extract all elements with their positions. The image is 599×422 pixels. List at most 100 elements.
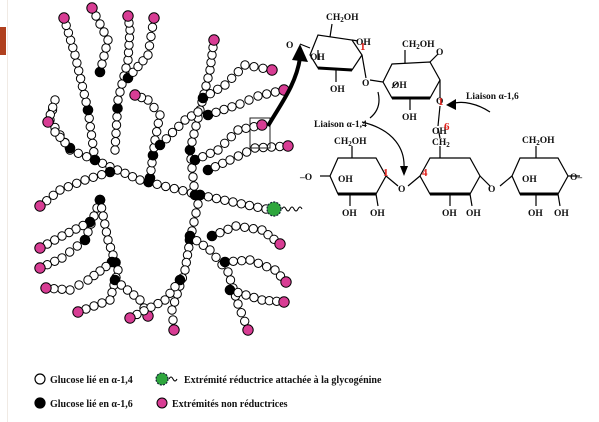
alpha14-glucose [237, 256, 247, 266]
alpha14-glucose [236, 308, 247, 318]
alpha14-glucose [262, 262, 272, 272]
o-label: O [398, 185, 405, 195]
alpha14-glucose [223, 224, 233, 235]
non-reducing-end [148, 12, 160, 24]
alpha14-glucose [101, 43, 111, 53]
alpha14-glucose [99, 51, 109, 61]
zoom-box [249, 117, 271, 149]
alpha14-glucose [149, 102, 159, 113]
alpha14-glucose [249, 61, 259, 72]
legend-alpha14-label: Glucose lié en α-1,4 [50, 375, 133, 386]
o-label: O [488, 185, 495, 195]
alpha14-glucose [240, 60, 250, 70]
alpha14-glucose [167, 127, 178, 138]
oh-label: OH [342, 209, 357, 219]
alpha14-glucose [193, 107, 203, 117]
alpha16-legend-circle [34, 397, 46, 409]
alpha14-glucose [220, 195, 230, 206]
alpha14-glucose [63, 182, 74, 192]
alpha14-glucose [146, 31, 156, 42]
alpha14-glucose [89, 301, 99, 311]
alpha14-glucose [65, 247, 75, 257]
alpha14-glucose [144, 41, 155, 51]
alpha14-glucose [96, 203, 107, 213]
alpha14-glucose [86, 130, 97, 140]
alpha14-glucose [57, 284, 67, 294]
alpha14-glucose [211, 107, 221, 118]
alpha14-glucose [236, 199, 247, 209]
alpha14-glucose [219, 104, 229, 115]
alpha14-glucose [203, 73, 213, 83]
alpha16-glucose [79, 234, 91, 246]
alpha14-glucose [228, 256, 239, 266]
alpha14-glucose [233, 67, 244, 77]
alpha14-glucose [57, 231, 67, 241]
alpha14-glucose [170, 282, 180, 292]
alpha14-glucose [178, 186, 188, 196]
glucose-ring-top-right [369, 50, 441, 127]
carbon-1-number: 1 [383, 167, 389, 179]
non-reducing-end [124, 312, 136, 324]
alpha14-glucose [233, 125, 243, 135]
alpha14-glucose [81, 97, 91, 107]
alpha14-glucose [174, 121, 184, 132]
non-reducing-end [282, 140, 294, 152]
alpha14-glucose [105, 295, 115, 305]
alpha14-glucose [270, 87, 280, 97]
alpha14-glucose [191, 208, 201, 218]
alpha14-glucose [227, 102, 237, 112]
alpha14-glucose [203, 192, 214, 202]
glucose-ring-top [299, 23, 367, 82]
alpha14-glucose [65, 285, 75, 295]
alpha14-glucose [88, 138, 98, 149]
alpha16-glucose [154, 139, 166, 151]
alpha14-glucose [95, 19, 105, 29]
alpha14-glucose [231, 221, 241, 231]
alpha14-glucose [79, 89, 90, 100]
alpha14-glucose [241, 290, 251, 300]
ch2oh-label: CH2OH [334, 137, 367, 148]
alpha14-glucose [253, 202, 263, 213]
alpha14-glucose [74, 66, 84, 76]
alpha16-glucose [89, 154, 101, 166]
alpha14-glucose [152, 127, 162, 137]
alpha14-glucose [188, 172, 198, 182]
alpha14-glucose [161, 181, 171, 192]
non-reducing-end [34, 242, 46, 254]
alpha14-glucose [189, 217, 199, 227]
slide-accent-bar [0, 27, 6, 55]
alpha14-glucose [110, 145, 120, 155]
glucose-ring-bottom-right [499, 146, 580, 207]
left-slide-edge [0, 0, 8, 422]
alpha16-glucose [104, 166, 116, 178]
non-reducing-end [266, 64, 278, 76]
alpha14-glucose [135, 175, 145, 185]
oh-label: OH [442, 209, 457, 219]
alpha16-glucose [184, 144, 196, 156]
alpha14-glucose [249, 292, 259, 303]
alpha14-glucose [205, 148, 216, 159]
alpha14-glucose [184, 242, 194, 253]
alpha14-glucose [182, 250, 193, 260]
alpha14-glucose [225, 155, 235, 165]
alpha16-glucose [94, 194, 106, 206]
o-label: O [362, 79, 369, 89]
carbon-6-number: 6 [444, 121, 450, 133]
oh-label: OH [338, 175, 353, 185]
alpha14-glucose [153, 118, 164, 129]
alpha14-glucose [226, 132, 237, 142]
alpha14-glucose [205, 89, 216, 99]
alpha14-glucose [100, 219, 110, 229]
non-reducing-end [278, 296, 290, 308]
non-reducing-end [168, 324, 180, 336]
oh-label: OH [466, 209, 481, 219]
alpha14-glucose [82, 152, 92, 162]
alpha14-glucose [235, 99, 245, 109]
alpha16-glucose [94, 66, 106, 78]
alpha14-glucose [83, 275, 93, 285]
alpha14-glucose [262, 89, 272, 99]
alpha14-glucose [192, 236, 202, 246]
alpha14-glucose [152, 179, 162, 190]
alpha16-glucose [219, 256, 231, 268]
liaison16-arrow [451, 101, 491, 113]
